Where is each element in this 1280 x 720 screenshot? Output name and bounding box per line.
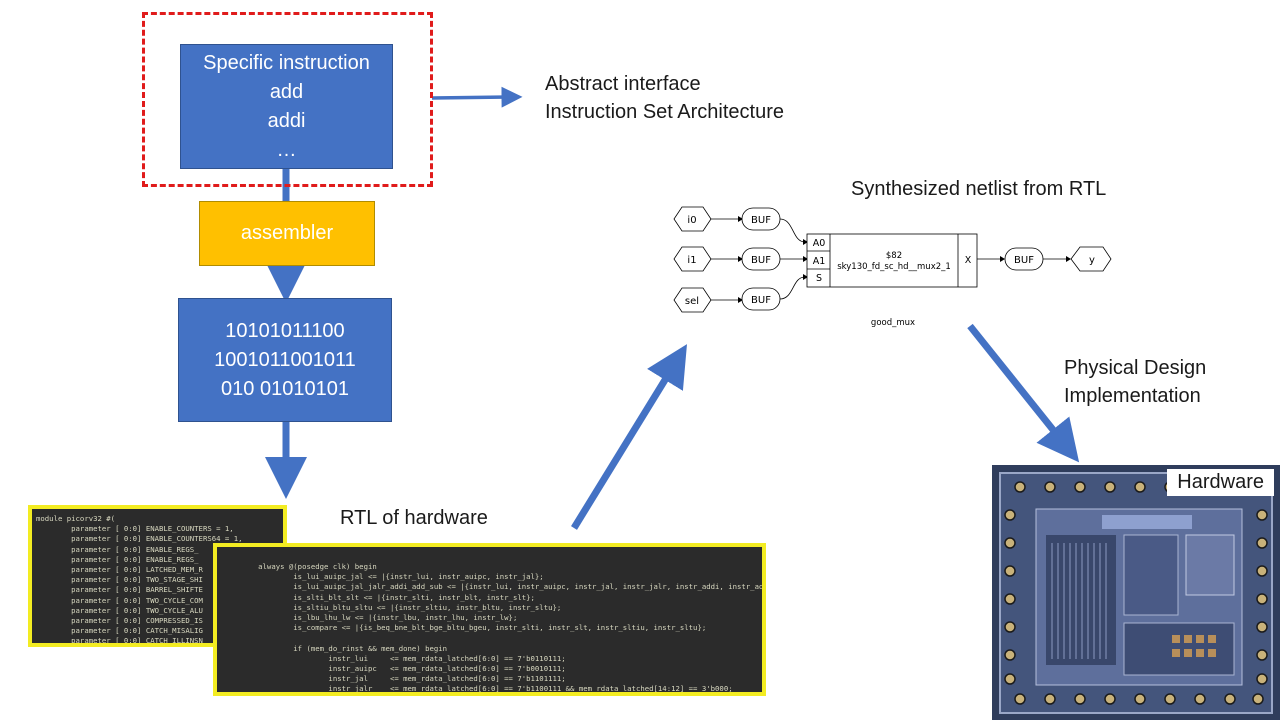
- pin-x: X: [965, 255, 972, 266]
- hardware-chip-image: Hardware: [992, 465, 1280, 720]
- buf-node: BUF: [741, 207, 781, 231]
- netlist-schematic: i0 i1 sel BUF BUF BUF A0 A1 S: [673, 206, 1112, 328]
- svg-text:sel: sel: [685, 296, 699, 307]
- code-line: if (mem_do_rinst && mem_done) begin: [223, 643, 448, 653]
- buf-node: BUF: [741, 287, 781, 311]
- code-line: parameter [ 0:0] BARREL_SHIFTE: [36, 585, 203, 595]
- buf-node: BUF: [1004, 247, 1044, 271]
- pin-a0: A0: [813, 238, 826, 249]
- svg-text:BUF: BUF: [751, 255, 771, 266]
- assembler-label: assembler: [240, 222, 334, 244]
- isa-box: Specific instruction add addi …: [180, 44, 393, 169]
- code-line: always @(posedge clk) begin: [223, 562, 377, 571]
- code-line: parameter [ 0:0] ENABLE_REGS_: [36, 544, 199, 554]
- pin-s: S: [816, 273, 822, 284]
- code-line: instr_jalr <= mem_rdata_latched[6:0] == …: [223, 684, 733, 694]
- isa-line: add: [269, 80, 304, 103]
- code-line: is_compare <= |{is_beq_bne_blt_bge_bltu_…: [223, 623, 707, 633]
- pin-a1: A1: [813, 256, 826, 267]
- binary-line: 10101011100: [225, 319, 345, 342]
- svg-text:y: y: [1089, 255, 1095, 266]
- code-line: instr_jal <= mem_rdata_latched[6:0] == 7…: [223, 674, 566, 684]
- rtl-code-back: module picorv32 #( parameter [ 0:0] ENAB…: [28, 505, 287, 647]
- code-line: is_sltiu_bltu_sltu <= |{instr_sltiu, ins…: [223, 602, 562, 612]
- svg-text:BUF: BUF: [751, 295, 771, 306]
- arrow-isa-to-interface: [431, 86, 523, 108]
- netlist-label: Synthesized netlist from RTL: [851, 178, 1107, 200]
- code-line: is_lbu_lhu_lw <= |{instr_lbu, instr_lhu,…: [223, 612, 518, 622]
- code-line: parameter [ 0:0] ENABLE_REGS_: [36, 554, 199, 564]
- rtl-label: RTL of hardware: [340, 507, 488, 529]
- svg-text:BUF: BUF: [751, 215, 771, 226]
- svg-text:BUF: BUF: [1014, 255, 1034, 266]
- module-name: good_mux: [871, 318, 915, 328]
- hardware-label: Hardware: [1167, 469, 1274, 496]
- code-line: is_slti_blt_slt <= |{instr_slti, instr_b…: [223, 592, 535, 602]
- binary-box: 10101011100 1001011001011 010 01010101: [178, 298, 392, 422]
- isa-label-line1: Abstract interface: [545, 73, 701, 95]
- isa-label: Abstract interface Instruction Set Archi…: [545, 70, 784, 126]
- code-line: parameter [ 0:0] ENABLE_COUNTERS = 1,: [36, 524, 234, 534]
- isa-line: Specific instruction: [203, 51, 370, 74]
- binary-line: 1001011001011: [214, 348, 356, 371]
- code-line: parameter [ 0:0] COMPRESSED_IS: [36, 615, 203, 625]
- physical-label-line2: Implementation: [1064, 385, 1201, 407]
- isa-line: …: [276, 138, 297, 161]
- code-line: parameter [ 0:0] ENABLE_COUNTERS64 = 1,: [36, 534, 243, 544]
- physical-design-label: Physical Design Implementation: [1064, 354, 1206, 410]
- chip-die-graphic: [992, 465, 1280, 720]
- buf-node: BUF: [741, 247, 781, 271]
- code-line: instr_retirq <= mem_rdata_latched[6:0] =…: [223, 694, 756, 696]
- output-node-y: y: [1070, 246, 1112, 272]
- svg-text:i0: i0: [687, 215, 696, 226]
- binary-line: 010 01010101: [221, 377, 349, 400]
- code-line: [223, 633, 756, 643]
- input-node-i1: i1: [673, 246, 712, 272]
- cell-name: sky130_fd_sc_hd__mux2_1: [837, 262, 951, 272]
- code-line: instr_lui <= mem_rdata_latched[6:0] == 7…: [223, 653, 566, 663]
- cell-id: $82: [886, 251, 902, 261]
- input-node-i0: i0: [673, 206, 712, 232]
- code-line: module picorv32 #(: [36, 514, 116, 523]
- isa-label-line2: Instruction Set Architecture: [545, 101, 785, 123]
- code-line: instr_auipc <= mem_rdata_latched[6:0] ==…: [223, 663, 566, 673]
- code-line: parameter [ 0:0] CATCH_ILLINSN: [36, 636, 203, 646]
- isa-line: addi: [267, 109, 306, 132]
- assembler-box: assembler: [199, 201, 375, 266]
- arrow-netlist-to-hardware: [967, 323, 1080, 463]
- input-node-sel: sel: [673, 287, 712, 313]
- code-line: is_lui_auipc_jal_jalr_addi_add_sub <= |{…: [223, 582, 766, 592]
- physical-label-line1: Physical Design: [1064, 357, 1207, 379]
- svg-text:i1: i1: [687, 255, 696, 266]
- code-line: parameter [ 0:0] TWO_CYCLE_ALU: [36, 605, 203, 615]
- code-line: parameter [ 0:0] LATCHED_MEM_R: [36, 564, 203, 574]
- code-line: parameter [ 0:0] TWO_CYCLE_COM: [36, 595, 203, 605]
- rtl-code-front: always @(posedge clk) begin is_lui_auipc…: [213, 543, 766, 696]
- code-line: parameter [ 0:0] TWO_STAGE_SHI: [36, 575, 203, 585]
- arrow-rtl-to-netlist: [571, 344, 687, 530]
- mux-cell: A0 A1 S $82 sky130_fd_sc_hd__mux2_1 X: [806, 233, 978, 288]
- isa-highlight-frame: [142, 12, 433, 187]
- code-line: is_lui_auipc_jal <= |{instr_lui, instr_a…: [223, 572, 544, 582]
- code-line: parameter [ 0:0] CATCH_MISALIG: [36, 626, 203, 636]
